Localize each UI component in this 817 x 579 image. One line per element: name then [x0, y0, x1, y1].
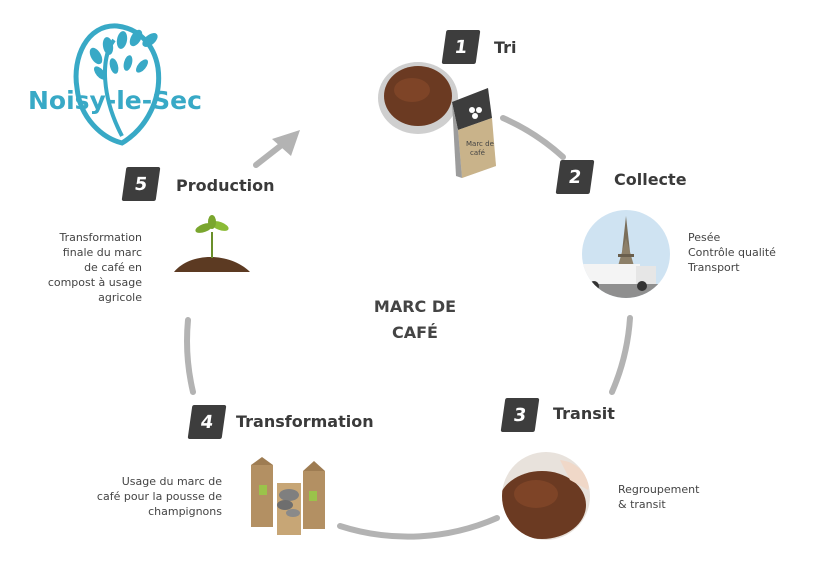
center-title: MARC DE CAFÉ: [373, 297, 457, 342]
eiffel-tower-truck-photo: [582, 210, 670, 298]
box-label-line-1: Marc de: [466, 140, 494, 148]
coffee-grounds-handful-photo: [502, 452, 590, 540]
step-5-title: Production: [176, 176, 275, 195]
step-4-title: Transformation: [236, 412, 374, 431]
ring-segment-3-4: [337, 515, 500, 540]
step-2-badge: 2: [555, 160, 595, 194]
coffee-grounds-box-photo: Marc de café: [378, 62, 496, 178]
ring-arrowhead: [272, 130, 300, 156]
step-4-description: Usage du marc de café pour la pousse de …: [96, 475, 222, 518]
compost-seedling-photo: [174, 215, 250, 272]
step-3-description: Regroupement & transit: [618, 483, 700, 511]
noisy-le-sec-logo: Noisy-le-Sec: [22, 18, 212, 148]
step-3-badge: 3: [500, 398, 540, 432]
logo-emblem-icon: [73, 23, 162, 146]
ring-segment-4-5: [184, 317, 196, 395]
step-2-title: Collecte: [614, 170, 687, 189]
step-1-title: Tri: [494, 38, 517, 57]
logo-text: Noisy-le-Sec: [28, 86, 202, 115]
ring-segment-2-3: [609, 315, 633, 395]
step-4-badge: 4: [187, 405, 227, 439]
ring-segment-1-2: [500, 115, 566, 160]
mushroom-grow-bags-photo: [251, 457, 325, 535]
step-5-description: Transformation finale du marc de café en…: [47, 231, 142, 304]
box-label-line-2: café: [470, 149, 485, 157]
step-2-description: Pesée Contrôle qualité Transport: [688, 231, 776, 274]
step-5-badge: 5: [121, 167, 161, 201]
step-3-title: Transit: [553, 404, 615, 423]
